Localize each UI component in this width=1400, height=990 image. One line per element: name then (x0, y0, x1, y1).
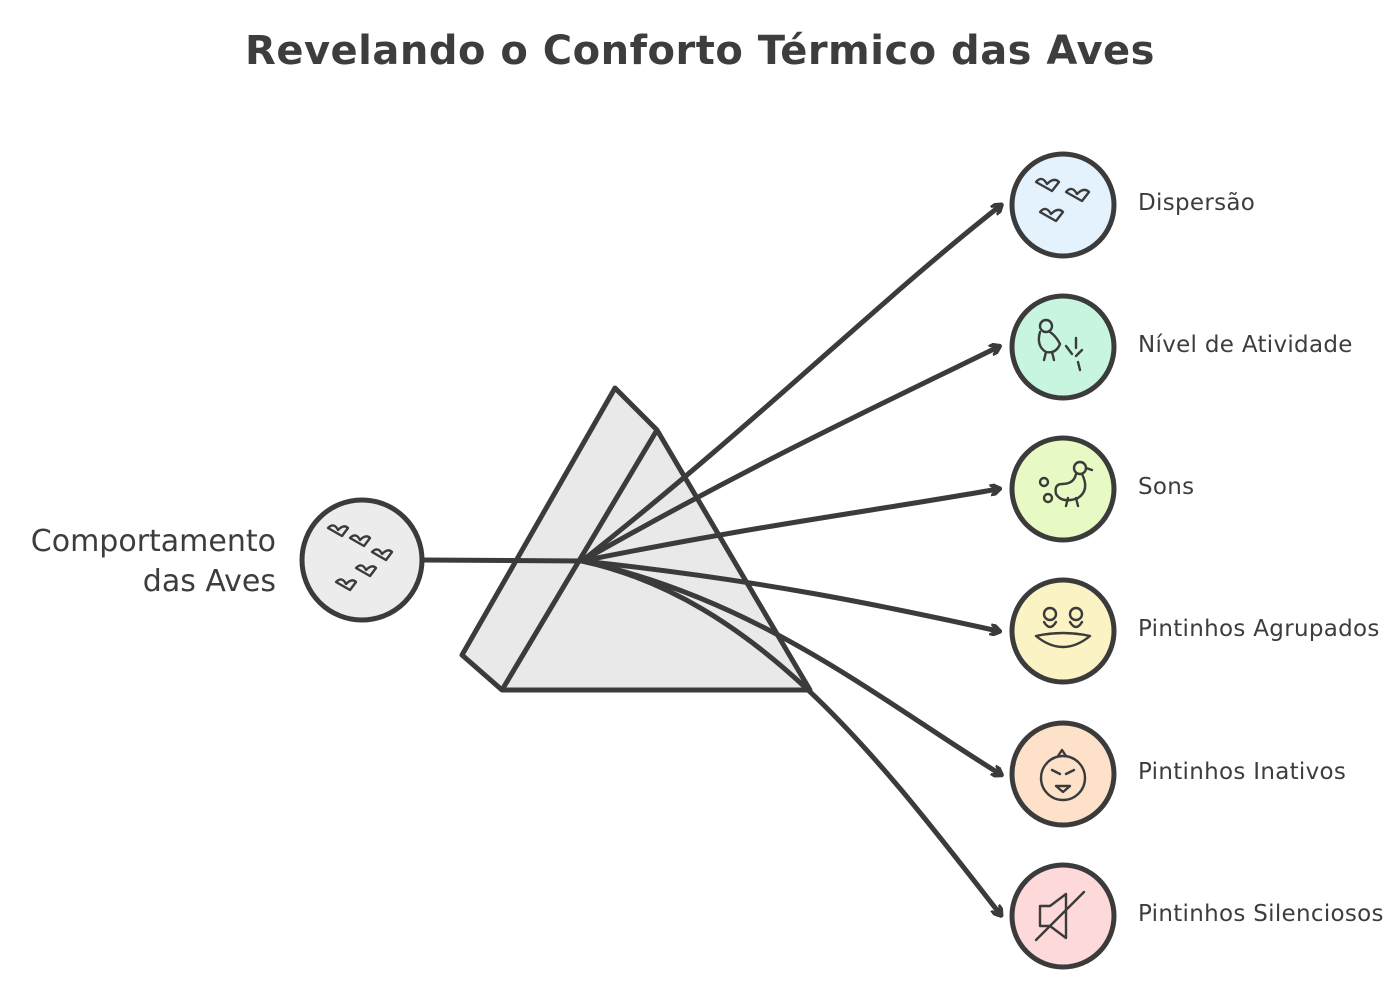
output-node-2 (1009, 293, 1117, 401)
chicks-nest-icon (1034, 606, 1092, 649)
output-arrows (580, 206, 1000, 914)
arrow-dispersao (580, 206, 1000, 563)
output-label-nivel-atividade: Nível de Atividade (1138, 332, 1353, 358)
output-node-4 (1009, 577, 1117, 685)
arrow-nivel-atividade (580, 347, 998, 564)
source-label-line2: das Aves (142, 564, 276, 599)
flying-birds-icon (326, 524, 394, 592)
arrow-pintinhos-silenciosos (581, 558, 1000, 914)
output-node-3 (1009, 435, 1117, 543)
diagram-title: Revelando o Conforto Térmico das Aves (245, 28, 1155, 74)
arrow-sons (581, 489, 998, 564)
arrow-pintinhos-agrupados (581, 558, 998, 631)
arrow-pintinhos-inativos (581, 558, 1000, 774)
output-label-pintinhos-agrupados: Pintinhos Agrupados (1138, 616, 1380, 642)
output-label-sons: Sons (1138, 474, 1195, 500)
flock-birds-icon (1034, 177, 1091, 223)
angry-chick-icon (1039, 748, 1087, 802)
source-node (299, 497, 425, 623)
output-label-dispersao: Dispersão (1138, 190, 1256, 216)
source-label-line1: Comportamento (30, 524, 276, 559)
input-beam (420, 557, 585, 564)
output-label-pintinhos-inativos: Pintinhos Inativos (1138, 759, 1347, 785)
chicken-sound-icon (1038, 460, 1094, 508)
muted-speaker-icon (1034, 890, 1086, 942)
output-node-1 (1009, 151, 1117, 259)
bird-pecking-icon (1037, 318, 1084, 372)
output-node-6 (1009, 862, 1117, 970)
output-node-5 (1009, 720, 1117, 828)
output-label-pintinhos-silenciosos: Pintinhos Silenciosos (1138, 901, 1384, 927)
source-label: Comportamento das Aves (0, 522, 276, 602)
